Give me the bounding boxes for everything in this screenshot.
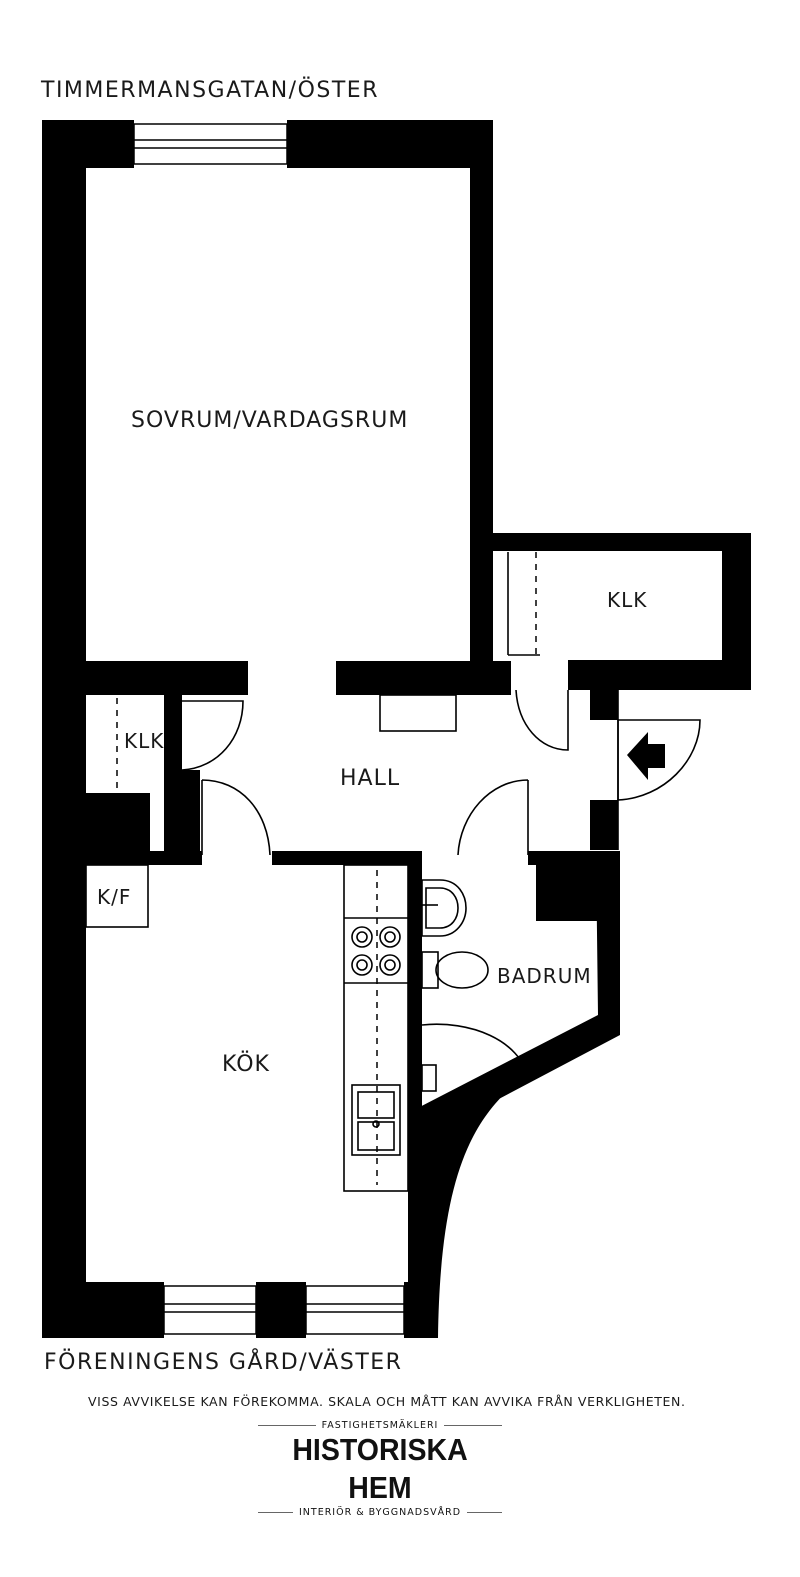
wall-entrance-lower (590, 800, 618, 850)
room-label-closet-left: KLK (124, 729, 165, 753)
toilet-icon (421, 951, 489, 989)
shower-curve (421, 1023, 529, 1079)
room-label-closet-right: KLK (607, 588, 648, 612)
wall-closet-top (493, 533, 751, 551)
orientation-bottom: FÖRENINGENS GÅRD/VÄSTER (44, 1350, 403, 1375)
fridge-box (85, 864, 149, 928)
wall-bottom-right (404, 1282, 438, 1338)
wall-klk-post2 (164, 770, 200, 854)
wall-left (42, 120, 86, 1338)
window-bottom-left (163, 1285, 257, 1335)
wall-main-bottom-left (42, 661, 248, 695)
wall-top-right (287, 120, 493, 168)
wall-top-left (42, 120, 134, 168)
room-label-main: SOVRUM/VARDAGSRUM (131, 408, 409, 433)
logo-tagline-top: FASTIGHETSMÄKLERI (258, 1420, 502, 1431)
wall-curve (410, 1080, 520, 1338)
window-top (133, 123, 288, 165)
wall-hall-bottom (42, 851, 202, 865)
basin-icon (421, 879, 467, 937)
dashed-lines (116, 552, 537, 1185)
logo-brand: HISTORISKA HEM (292, 1432, 468, 1505)
room-label-fridge: K/F (97, 885, 132, 909)
arrow-left-icon (627, 732, 665, 780)
fixtures (85, 552, 540, 1192)
wall-klk-block (86, 793, 150, 853)
sink-icon (351, 1084, 401, 1156)
room-label-hall: HALL (340, 766, 401, 791)
wall-bottom-left (42, 1282, 164, 1338)
wall-main-bottom-right (336, 661, 511, 695)
orientation-top: TIMMERMANSGATAN/ÖSTER (41, 78, 379, 103)
wall-main-right (470, 120, 493, 695)
disclaimer-text: VISS AVVIKELSE KAN FÖREKOMMA. SKALA OCH … (88, 1394, 686, 1409)
doors (181, 689, 701, 856)
brand-logo: FASTIGHETSMÄKLERI HISTORISKA HEM INTERIÖ… (258, 1420, 502, 1518)
logo-tagline-bottom: INTERIÖR & BYGGNADSVÅRD (258, 1507, 502, 1518)
wall-closet-stub (590, 660, 618, 720)
window-bottom-right (305, 1285, 405, 1335)
wall-bottom-mid (256, 1282, 306, 1338)
wall-bath-diagonal (410, 851, 620, 1130)
room-label-bathroom: BADRUM (497, 964, 592, 988)
kitchen-counter (343, 864, 409, 1192)
room-label-kitchen: KÖK (222, 1052, 270, 1077)
windows (133, 123, 405, 1335)
walls (42, 120, 751, 1338)
wall-hall-bottom-mid (272, 851, 422, 865)
stove-icon (351, 926, 401, 976)
